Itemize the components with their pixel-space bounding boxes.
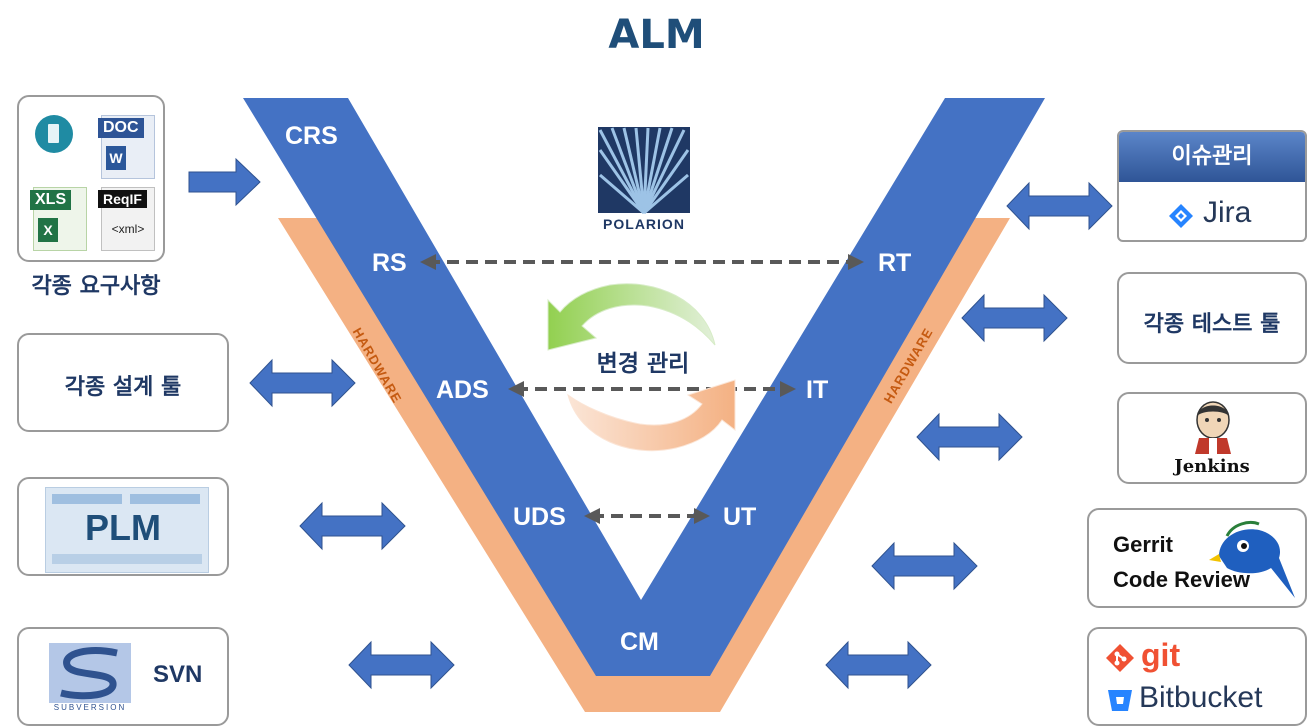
- svn-box[interactable]: SUBVERSION SVN: [17, 627, 229, 726]
- v-label-it: IT: [806, 376, 829, 404]
- v-label-ads: ADS: [436, 376, 489, 404]
- polarion-logo-icon: [598, 127, 690, 215]
- change-management-label: 변경 관리: [596, 351, 690, 377]
- arrow-jenkins: [916, 412, 1023, 462]
- arrow-gerrit: [871, 541, 978, 591]
- test-tools-label: 각종 테스트 툴: [1143, 312, 1281, 337]
- issue-management-header: 이슈관리: [1119, 132, 1305, 182]
- plm-label: PLM: [85, 507, 161, 548]
- word-doc-icon: DOC W: [98, 115, 155, 179]
- design-tools-box[interactable]: 각종 설계 툴: [17, 333, 229, 432]
- reqif-doc-icon: ReqIF <xml>: [98, 187, 155, 251]
- gerrit-bird-icon: [1209, 516, 1299, 602]
- cycle-icon: [547, 283, 736, 452]
- arrow-design: [249, 358, 356, 408]
- plm-box[interactable]: PLM: [17, 477, 229, 576]
- v-label-uds: UDS: [513, 503, 566, 531]
- subversion-logo-text: SUBVERSION: [53, 703, 127, 712]
- page-title: ALM: [608, 12, 705, 58]
- v-label-ut: UT: [723, 503, 757, 531]
- issue-management-box[interactable]: 이슈관리 Jira: [1117, 130, 1307, 242]
- arrow-plm: [299, 501, 406, 551]
- gerrit-label-line2: Code Review: [1113, 567, 1250, 592]
- test-tools-box[interactable]: 각종 테스트 툴: [1117, 272, 1307, 364]
- gerrit-label-line1: Gerrit: [1113, 532, 1173, 557]
- requirements-label: 각종 요구사항: [31, 274, 161, 299]
- arrow-git: [825, 640, 932, 690]
- v-label-rt: RT: [878, 249, 912, 277]
- git-label: git: [1141, 637, 1181, 673]
- git-logo-icon: [1105, 643, 1135, 673]
- git-bitbucket-box[interactable]: git Bitbucket: [1087, 627, 1307, 726]
- arrow-requirements: [188, 157, 261, 207]
- subversion-logo-icon: [49, 643, 131, 703]
- door-icon: [35, 115, 73, 153]
- v-label-rs: RS: [372, 249, 407, 277]
- design-tools-label: 각종 설계 툴: [64, 375, 182, 400]
- jenkins-label: Jenkins: [1174, 456, 1250, 477]
- arrow-test: [961, 293, 1068, 343]
- bitbucket-logo-icon: [1107, 687, 1133, 713]
- jira-label: Jira: [1203, 196, 1252, 229]
- polarion-label: POLARION: [603, 216, 685, 232]
- jenkins-box[interactable]: Jenkins: [1117, 392, 1307, 484]
- v-label-crs: CRS: [285, 122, 338, 150]
- software-v-shape: [243, 98, 1045, 676]
- plm-background-image: [45, 487, 209, 573]
- gerrit-box[interactable]: Gerrit Code Review: [1087, 508, 1307, 608]
- bitbucket-label: Bitbucket: [1139, 681, 1263, 714]
- jira-logo-icon: [1169, 204, 1193, 228]
- jenkins-logo-icon: [1191, 400, 1235, 454]
- arrow-svn: [348, 640, 455, 690]
- requirements-box[interactable]: DOC W XLS X ReqIF <xml>: [17, 95, 165, 262]
- v-label-cm: CM: [620, 628, 659, 656]
- arrow-jira: [1006, 181, 1113, 231]
- svn-label: SVN: [153, 661, 203, 688]
- excel-doc-icon: XLS X: [30, 187, 87, 251]
